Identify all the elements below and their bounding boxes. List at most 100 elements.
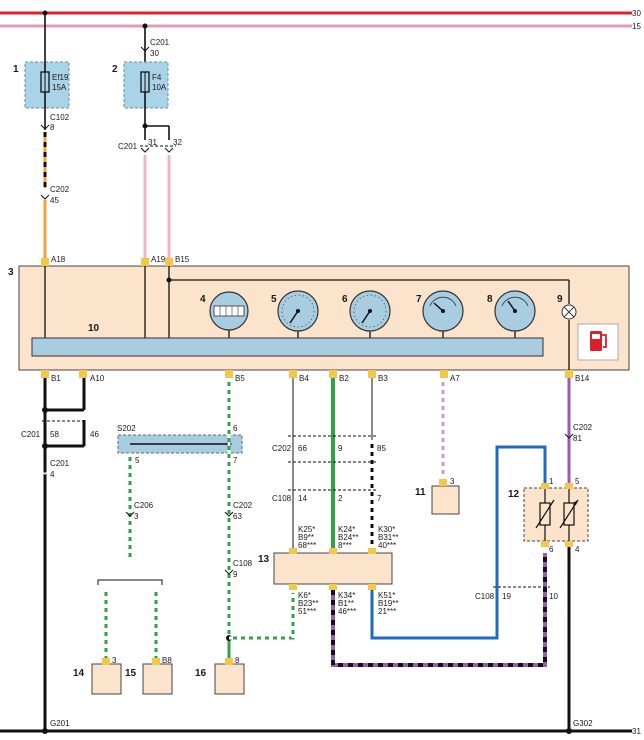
pin-b1: B1 (51, 374, 61, 383)
device-11-pin: 3 (450, 477, 455, 486)
pin-tab (565, 370, 573, 378)
pin-tab (368, 370, 376, 378)
module13-pin-k25: K25* (298, 525, 315, 534)
pin-tab (225, 658, 233, 665)
splice-s202-pin-6: 6 (233, 424, 238, 433)
pin-b15: B15 (175, 255, 190, 264)
component-5-label: 5 (271, 294, 277, 305)
connector-c108-7-pin: 7 (377, 494, 382, 503)
connector-mark (140, 147, 150, 153)
gauge-needle (433, 302, 444, 312)
sensor12-pin-5: 5 (575, 477, 580, 486)
module13-pin-51: 51*** (298, 607, 316, 616)
module13-pin-k51: K51* (378, 591, 395, 600)
arrow-head (573, 500, 578, 505)
wire-green (229, 593, 295, 640)
pin-tab (329, 584, 337, 590)
connector-c108-10-pin: 10 (549, 592, 558, 601)
fuse-f4-rating: 10A (152, 83, 167, 92)
component-2-label: 2 (112, 64, 118, 75)
connector-mark (40, 194, 50, 200)
connector-c108-14-2-7-name: C108 (272, 494, 292, 503)
gauge-hub (441, 309, 445, 313)
component-15-label: 15 (125, 668, 137, 679)
module13-pin-b9: B9** (298, 533, 314, 542)
pin-tab (565, 483, 573, 489)
connector-c201-4-pin: 4 (50, 470, 55, 479)
component-3-label: 3 (8, 267, 14, 278)
component-7-label: 7 (416, 294, 422, 305)
fuse-f4-box (123, 61, 169, 109)
pin-tab (41, 258, 49, 266)
pin-tab (368, 584, 376, 590)
sensor12-pin-1: 1 (549, 477, 554, 486)
connector-c201-4-name: C201 (50, 459, 70, 468)
connector-c108-2-pin: 2 (338, 494, 343, 503)
wire-purple-stripe (331, 553, 547, 667)
connector-c108-9-pin: 9 (233, 570, 238, 579)
connector-mark (224, 569, 234, 575)
module13-pin-b24: B24** (338, 533, 358, 542)
rail-31-label: 31 (632, 727, 641, 736)
gauge-arc (501, 296, 529, 307)
ground-junction (566, 728, 572, 734)
connector-c206-name: C206 (134, 501, 154, 510)
module13-pin-46: 46*** (338, 607, 356, 616)
pin-b4: B4 (299, 374, 309, 383)
pin-b5: B5 (235, 374, 245, 383)
component-16-label: 16 (195, 668, 207, 679)
rail-30-label: 30 (632, 9, 641, 18)
pin-a18: A18 (51, 255, 66, 264)
connector-c206-pin: 3 (134, 512, 139, 521)
connector-mark (564, 433, 574, 439)
sensor12-pin-4: 4 (575, 545, 580, 554)
connector-mark (224, 511, 234, 517)
pin-tab (225, 370, 233, 378)
module13-pin-k30: K30* (378, 525, 395, 534)
module13-pin-68: 68*** (298, 541, 316, 550)
fuse-ef19-name: Ef19 (52, 73, 69, 82)
rail-15-label: 15 (632, 22, 641, 31)
resistor-arrow (535, 499, 555, 529)
fuel-level-sensor-12 (523, 487, 589, 542)
connector-c202-63-pin: 63 (233, 512, 242, 521)
lamp-filament (563, 306, 575, 318)
device-15-pin: B8 (162, 656, 172, 665)
pin-tab (102, 658, 110, 665)
gauge-needle (507, 300, 516, 312)
gauge-needle (361, 310, 371, 324)
pin-tab (329, 370, 337, 378)
connector-c108-19-pin: 19 (502, 592, 511, 601)
pin-a7: A7 (450, 374, 460, 383)
connector-c202-9-pin: 9 (338, 444, 343, 453)
component-8-label: 8 (487, 294, 493, 305)
pin-tab (541, 541, 549, 547)
connector-c201-30-pin: 30 (150, 49, 159, 58)
ground-g302: G302 (573, 719, 593, 728)
component-11-label: 11 (415, 487, 426, 498)
pin-tab (368, 548, 376, 554)
wire-blue (370, 445, 547, 640)
module-13 (273, 552, 393, 585)
fuel-pump-hose (602, 334, 607, 348)
module13-pin-k34: K34* (338, 591, 355, 600)
fuse-ef19-rating: 15A (52, 83, 67, 92)
connector-c102-name: C102 (50, 113, 70, 122)
connector-c202-63-name: C202 (233, 501, 253, 510)
connector-c202-66-9-85-name: C202 (272, 444, 292, 453)
device-15 (142, 663, 173, 695)
connector-c201-46-pin: 46 (90, 430, 99, 439)
gauge-hub (513, 309, 517, 313)
junction-dot (42, 407, 48, 413)
connector-c202-85-pin: 85 (377, 444, 386, 453)
module13-pin-21: 21*** (378, 607, 396, 616)
pin-tab (141, 258, 149, 266)
pin-a10: A10 (90, 374, 105, 383)
connector-c108-9-name: C108 (233, 559, 253, 568)
pin-b2: B2 (339, 374, 349, 383)
pin-tab (41, 370, 49, 378)
splice-s202-pin-7: 7 (233, 456, 238, 465)
gauge-dial (281, 294, 315, 328)
ground-junction (42, 728, 48, 734)
